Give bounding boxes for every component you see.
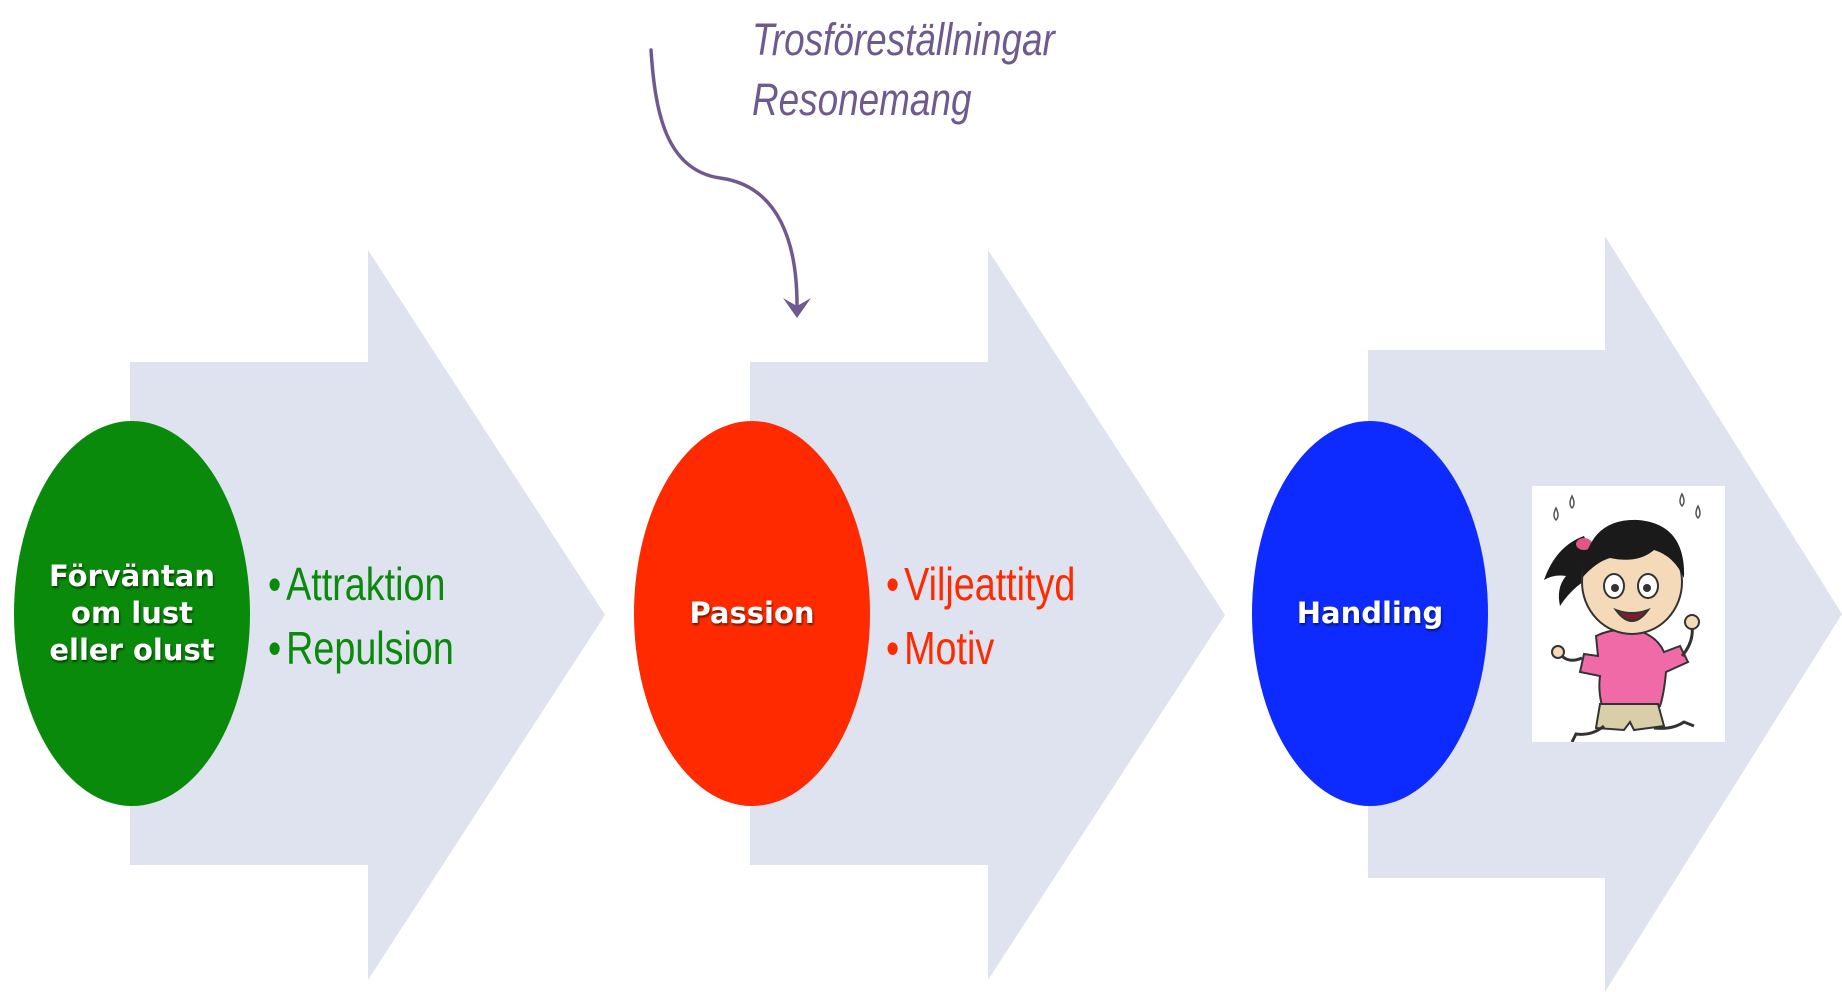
bullet-item: Viljeattityd — [886, 552, 1075, 616]
bullet-list-stage-1: Attraktion Repulsion — [268, 552, 454, 680]
bullet-list-stage-2: Viljeattityd Motiv — [886, 552, 1075, 680]
running-girl-cartoon-icon — [1532, 486, 1725, 743]
ellipse-passion: Passion — [634, 421, 870, 806]
ellipse-handling: Handling — [1252, 421, 1488, 806]
bullet-item: Attraktion — [268, 552, 454, 616]
ellipse-forvantan: Förväntan om lust eller olust — [14, 421, 250, 806]
note-line-2: Resonemang — [752, 74, 972, 125]
note-line-1: Trosföreställningar — [752, 14, 1055, 65]
belief-reasoning-note: Trosföreställningar Resonemang — [752, 10, 1055, 130]
bullet-item: Motiv — [886, 616, 1075, 680]
bullet-item: Repulsion — [268, 616, 454, 680]
